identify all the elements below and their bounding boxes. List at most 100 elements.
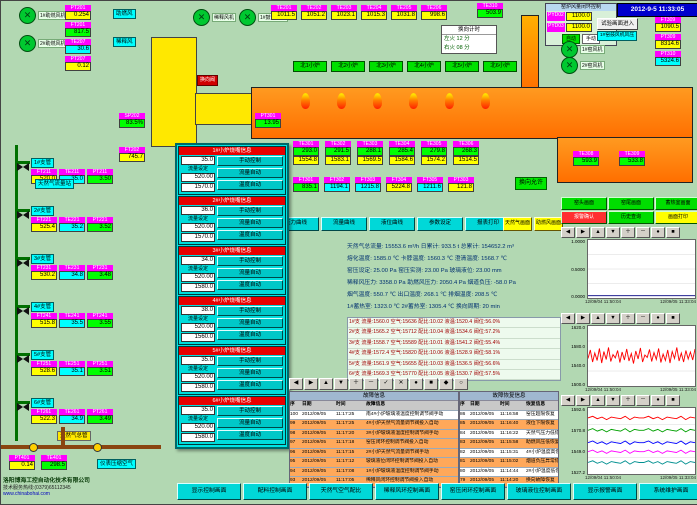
gas-screen-button[interactable]: 助燃风画面 <box>534 217 563 231</box>
flow-auto-button[interactable]: 流量自动 <box>217 418 283 428</box>
chart-tool-icon[interactable]: ◀ <box>561 313 575 324</box>
chart-tool-icon[interactable]: ＋ <box>621 227 635 238</box>
recovery-row[interactable]: 86 2012/09/05 11:16:58 窑压超限恢复 <box>460 410 558 420</box>
chart-tool-icon[interactable]: ■ <box>666 227 680 238</box>
flow-set-value[interactable]: 520.00 <box>181 173 215 182</box>
chart-tool-icon[interactable]: ＋ <box>621 313 635 324</box>
toolbar-icon[interactable]: ◀ <box>289 378 303 390</box>
chart-tool-icon[interactable]: ▲ <box>591 395 605 406</box>
nav-button[interactable]: 显示报警画面 <box>573 483 637 500</box>
toolbar-icon[interactable]: ▶ <box>304 378 318 390</box>
flow-set-value[interactable]: 520.00 <box>181 423 215 432</box>
recovery-row[interactable]: 82 2012/09/05 11:15:31 4#小炉温度高恢复 <box>460 448 558 458</box>
flow-auto-button[interactable]: 流量自动 <box>217 168 283 178</box>
chart-tool-icon[interactable]: － <box>636 395 650 406</box>
flow-set-value[interactable]: 520.00 <box>181 223 215 232</box>
flow-set-value[interactable]: 520.00 <box>181 273 215 282</box>
chart-tool-icon[interactable]: ▲ <box>591 313 605 324</box>
toolbar-icon[interactable]: ✕ <box>394 378 408 390</box>
toolbar-icon[interactable]: － <box>364 378 378 390</box>
temp-auto-button[interactable]: 温度自动 <box>217 280 283 290</box>
temp-auto-button[interactable]: 温度自动 <box>217 430 283 440</box>
opening-value[interactable]: 35.0 <box>181 356 215 365</box>
manual-control-button[interactable]: 手动控制 <box>217 356 283 366</box>
toolbar-icon[interactable]: ▲ <box>319 378 333 390</box>
flow-auto-button[interactable]: 流量自动 <box>217 218 283 228</box>
screen-button[interactable]: 报表打印 <box>465 217 511 231</box>
temp-auto-button[interactable]: 温度自动 <box>217 180 283 190</box>
manual-control-button[interactable]: 手动控制 <box>217 406 283 416</box>
nav-button[interactable]: 窑压闭环控制画面 <box>441 483 505 500</box>
chart-tool-icon[interactable]: ▶ <box>576 313 590 324</box>
chart-tool-icon[interactable]: ▼ <box>606 395 620 406</box>
quick-button[interactable]: 蓄热室画面 <box>655 197 697 210</box>
quick-button[interactable]: 窑尾画面 <box>608 197 654 210</box>
chart-tool-icon[interactable]: ▶ <box>576 227 590 238</box>
toolbar-icon[interactable]: ＋ <box>349 378 363 390</box>
chart-tool-icon[interactable]: ＋ <box>621 395 635 406</box>
opening-value[interactable]: 35.0 <box>181 156 215 165</box>
company-url[interactable]: www.chinabohai.com <box>3 491 50 497</box>
manual-control-button[interactable]: 手动控制 <box>217 206 283 216</box>
chart-tool-icon[interactable]: ■ <box>666 313 680 324</box>
chart-tool-icon[interactable]: － <box>636 313 650 324</box>
flow-set-value[interactable]: 520.00 <box>181 323 215 332</box>
temp-auto-button[interactable]: 温度自动 <box>217 230 283 240</box>
fault-row[interactable]: 99 2012/09/05 11:17:25 4#小炉天然气流量调节阀投入自动 <box>290 420 458 430</box>
recovery-row[interactable]: 84 2012/09/05 11:16:22 天然气压力低恢复 <box>460 429 558 439</box>
chart-tool-icon[interactable]: ● <box>651 313 665 324</box>
screen-button[interactable]: 参数设定 <box>417 217 463 231</box>
chart-tool-icon[interactable]: ● <box>651 395 665 406</box>
recovery-row[interactable]: 80 2012/09/05 11:14:44 2#小炉温度低恢复 <box>460 467 558 477</box>
opening-value[interactable]: 34.0 <box>181 256 215 265</box>
nav-button[interactable]: 玻璃液位控制画面 <box>507 483 571 500</box>
chart-tool-icon[interactable]: ◀ <box>561 395 575 406</box>
flow-auto-button[interactable]: 流量自动 <box>217 268 283 278</box>
test-screen-button[interactable]: 试验画面进入 <box>597 18 639 30</box>
temp-auto-button[interactable]: 温度自动 <box>217 380 283 390</box>
chart-tool-icon[interactable]: － <box>636 227 650 238</box>
toolbar-icon[interactable]: ✓ <box>379 378 393 390</box>
gas-screen-button[interactable]: 天然气画面 <box>503 217 532 231</box>
fault-row[interactable]: 96 2012/09/05 11:17:15 2#小炉天然气流量调节阀手动 <box>290 448 458 458</box>
fault-row[interactable]: 98 2012/09/05 11:17:20 3#小炉玻璃液温度控制调节阀手动 <box>290 429 458 439</box>
chart-tool-icon[interactable]: ● <box>651 227 665 238</box>
fault-row[interactable]: 100 2012/09/05 11:17:25 南4#小炉玻璃液温度控制调节阀手… <box>290 410 458 420</box>
fault-row[interactable]: 95 2012/09/05 11:17:12 玻璃液位闭环控制调节阀投入自动 <box>290 458 458 468</box>
nav-button[interactable]: 显示控制画面 <box>177 483 241 500</box>
nav-button[interactable]: 配料控制画面 <box>243 483 307 500</box>
chart-tool-icon[interactable]: ▼ <box>606 313 620 324</box>
reversal-damper[interactable]: 换向阀 <box>197 75 219 86</box>
temp-auto-button[interactable]: 温度自动 <box>217 330 283 340</box>
chart-tool-icon[interactable]: ■ <box>666 395 680 406</box>
valve-ball-icon[interactable] <box>29 443 38 452</box>
toolbar-icon[interactable]: ▼ <box>334 378 348 390</box>
toolbar-icon[interactable]: ◆ <box>439 378 453 390</box>
quick-button[interactable]: 历史查询 <box>608 211 654 224</box>
nav-button[interactable]: 稀释风环控制画面 <box>375 483 439 500</box>
recovery-row[interactable]: 85 2012/09/05 11:16:40 液位下限恢复 <box>460 420 558 430</box>
screen-button[interactable]: 流量曲线 <box>321 217 367 231</box>
quick-button[interactable]: 报警确认 <box>561 211 607 224</box>
manual-control-button[interactable]: 手动控制 <box>217 306 283 316</box>
recovery-row[interactable]: 83 2012/09/05 11:15:58 助燃风压低恢复 <box>460 439 558 449</box>
toolbar-icon[interactable]: ○ <box>454 378 468 390</box>
nav-button[interactable]: 系统维护画面 <box>639 483 697 500</box>
recovery-row[interactable]: 81 2012/09/05 11:15:02 烟道负压异常恢复 <box>460 458 558 468</box>
flow-auto-button[interactable]: 流量自动 <box>217 318 283 328</box>
manual-control-button[interactable]: 手动控制 <box>217 156 283 166</box>
fault-row[interactable]: 97 2012/09/05 11:17:18 窑压闭环控制调节阀投入自动 <box>290 439 458 449</box>
manual-control-button[interactable]: 手动控制 <box>217 256 283 266</box>
valve-ball-icon[interactable] <box>93 443 102 452</box>
screen-button[interactable]: 液位曲线 <box>369 217 415 231</box>
chart-tool-icon[interactable]: ▲ <box>591 227 605 238</box>
chart-tool-icon[interactable]: ▶ <box>576 395 590 406</box>
opening-value[interactable]: 36.0 <box>181 206 215 215</box>
fault-row[interactable]: 93 2012/09/05 11:17:05 稀释风闭环控制调节阀投入自动 <box>290 477 458 487</box>
fault-row[interactable]: 94 2012/09/05 11:17:08 1#小炉玻璃液温度控制调节阀手动 <box>290 467 458 477</box>
flow-auto-button[interactable]: 流量自动 <box>217 368 283 378</box>
quick-button[interactable]: 窑头画面 <box>561 197 607 210</box>
nav-button[interactable]: 天然气空气配比 <box>309 483 373 500</box>
flow-set-value[interactable]: 520.00 <box>181 373 215 382</box>
opening-value[interactable]: 35.0 <box>181 406 215 415</box>
